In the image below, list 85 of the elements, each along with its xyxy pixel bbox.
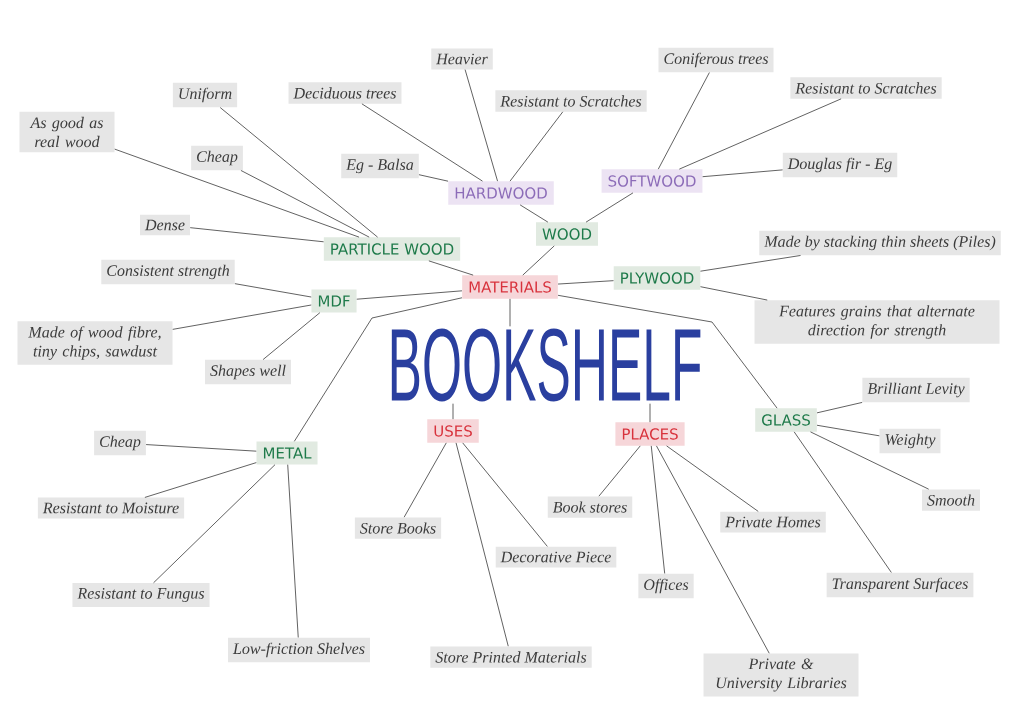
note-box: Made of wood fibre, tiny chips, sawdust [17,321,173,365]
note-box: Resistant to Scratches [495,90,647,112]
note-box: Decorative Piece [495,546,617,568]
connector-line [598,445,641,497]
connector-line [650,445,666,574]
connector-line [293,297,463,442]
connector-line [462,442,548,547]
connector-line [464,69,498,182]
note-box: As good as real wood [19,111,115,153]
connector-line [240,170,370,238]
note-box: Low-friction Shelves [228,637,370,663]
note-box: Store Printed Materials [430,646,592,668]
note-box: Heavier [431,48,493,70]
connector-line [418,174,449,182]
topic-box: PARTICLE WOOD [323,237,461,261]
connector-line [262,312,321,360]
connector-line [666,445,759,512]
connector-line [519,204,549,223]
connector-line [656,445,770,654]
note-box: Consistent strength [101,259,235,285]
connector-line [428,260,474,276]
central-title: BOOKSHELF [391,328,701,402]
note-box: Resistant to Fungus [72,583,210,607]
topic-box: MATERIALS [462,275,558,299]
connector-line [522,245,555,276]
note-box: Douglas fir - Eg [782,152,898,178]
note-box: Coniferous trees [658,47,774,73]
connector-line [455,442,509,647]
connector-line [557,280,614,285]
connector-line [144,462,257,498]
note-box: Shapes well [205,359,291,385]
topic-box: MDF [311,289,357,313]
connector-line [509,111,564,182]
connector-line [700,286,768,301]
topic-box: GLASS [755,408,817,432]
connector-line [657,72,710,170]
topic-box: WOOD [536,222,598,246]
note-box: Smooth [922,489,980,511]
connector-line [403,442,447,518]
connector-line [810,431,930,490]
note-box: Weighty [879,428,941,454]
connector-line [361,103,483,182]
note-box: Cheap [191,145,243,171]
note-box: Transparent Surfaces [826,572,974,598]
connector-line [700,255,801,272]
connector-line [816,424,880,437]
note-box: Uniform [172,82,238,108]
topic-box: USES [427,419,479,443]
note-box: Resistant to Scratches [790,77,942,99]
note-box: Deciduous trees [288,82,402,104]
note-box: Made by stacking thin sheets (Piles) [759,230,1001,256]
connector-line [189,227,325,243]
connector-line [114,148,360,238]
note-box: Private Homes [720,511,826,533]
connector-line [793,431,892,573]
topic-box: SOFTWOOD [601,169,703,193]
connector-line [172,304,312,330]
connector-line [702,169,783,178]
connector-line [145,444,257,452]
topic-box: HARDWOOD [448,181,554,205]
connector-line [585,192,634,223]
note-box: Cheap [94,430,146,456]
connector-line [234,283,312,298]
note-box: Features grains that alternate direction for strength [754,300,1000,344]
connector-line [649,403,651,423]
note-box: Dense [140,214,190,236]
connector-line [356,290,463,300]
connector-line [153,464,276,584]
note-box: Eg - Balsa [341,153,419,179]
connector-line [452,403,454,420]
topic-box: PLYWOOD [613,266,701,290]
note-box: Store Books [354,517,442,539]
connector-line [509,298,511,327]
note-box: Resistant to Moisture [37,497,185,519]
connector-line [219,107,378,238]
note-box: Private & University Libraries [703,653,859,697]
topic-box: PLACES [615,422,685,446]
topic-box: METAL [256,441,318,465]
note-box: Brilliant Levity [862,377,970,403]
connector-line [816,402,863,414]
connector-line [287,464,299,638]
connector-line [678,98,842,170]
note-box: Offices [638,573,694,599]
note-box: Book stores [547,496,633,518]
connector-line [557,294,778,409]
